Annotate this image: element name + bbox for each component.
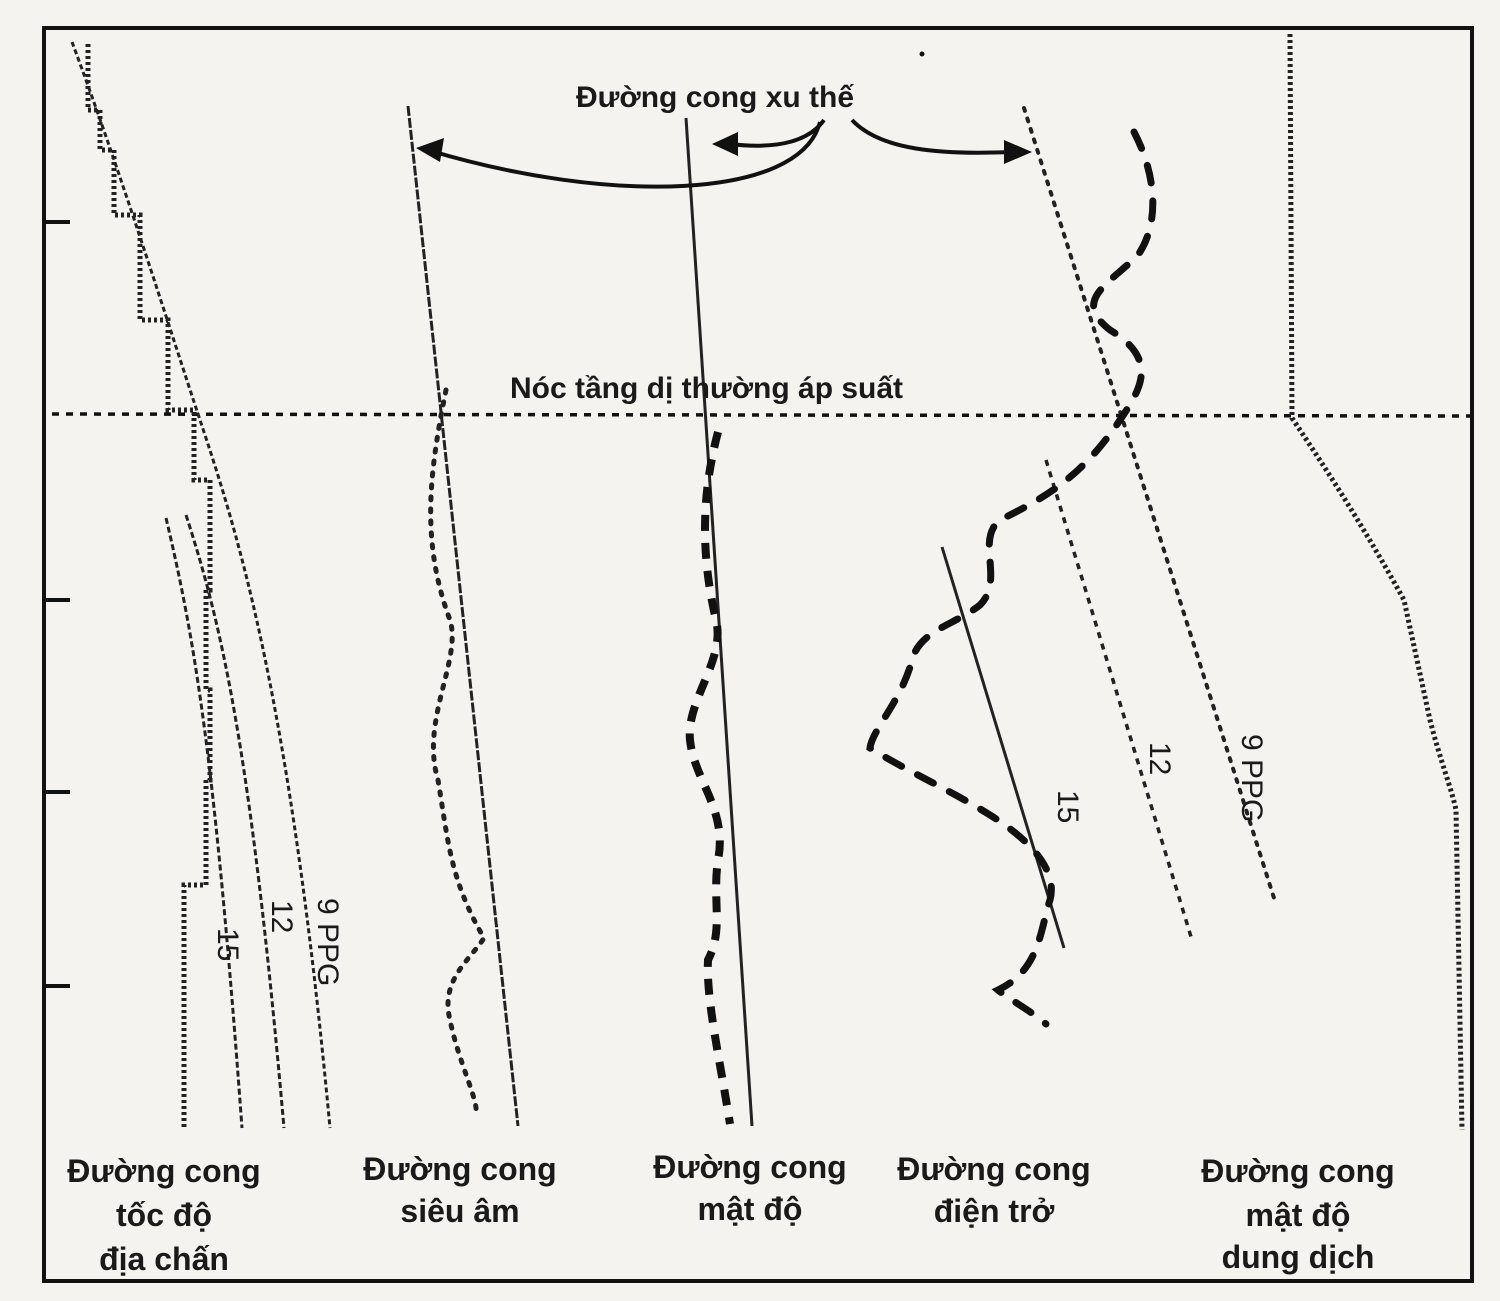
arrow-to-density-trend	[729, 118, 826, 148]
resistivity-isoline-label-9ppg: 9 PPG	[1235, 734, 1268, 822]
seismic-isoline-12	[184, 514, 286, 1129]
resistivity-panel: 9 PPG 12 15	[866, 106, 1276, 1028]
mud-density-label-line-3: dung dịch	[1222, 1239, 1375, 1275]
sonic-panel	[406, 105, 520, 1127]
seismic-isoline-label-15: 15	[211, 928, 244, 961]
density-label-line-2: mật độ	[698, 1191, 803, 1227]
sonic-data-curve	[428, 387, 487, 1115]
resistivity-label-line-2: điện trở	[934, 1193, 1055, 1229]
seismic-label-line-2: tốc độ	[116, 1197, 212, 1233]
seismic-velocity-panel: 9 PPG 12 15	[70, 41, 344, 1130]
diagram-frame	[42, 26, 1474, 1283]
seismic-label-line-3: địa chấn	[99, 1241, 229, 1277]
arrow-to-sonic-trend	[427, 121, 822, 189]
resistivity-isoline-15	[940, 546, 1066, 949]
seismic-velocity-data-curve	[85, 44, 213, 1130]
mud-density-curve	[1287, 33, 1465, 1131]
sonic-label-line-1: Đường cong	[363, 1151, 556, 1187]
seismic-isoline-label-12: 12	[265, 900, 298, 933]
seismic-normal-trend	[70, 41, 332, 1129]
arrowhead-density	[712, 132, 738, 156]
mud-density-panel	[1287, 33, 1465, 1131]
density-label-line-1: Đường cong	[653, 1149, 846, 1185]
density-normal-trend	[684, 117, 754, 1127]
arrow-to-resistivity-trend	[850, 118, 1011, 155]
panel-labels: Đường cong tốc độ địa chấn Đường cong si…	[67, 1149, 1394, 1277]
depth-axis-ticks	[44, 220, 70, 988]
density-panel	[684, 117, 754, 1127]
resistivity-isoline-12	[1044, 459, 1194, 941]
sonic-label-line-2: siêu âm	[400, 1193, 519, 1229]
mud-density-label-line-1: Đường cong	[1201, 1153, 1394, 1189]
trend-curves-callout: Đường cong xu thế	[416, 51, 1032, 189]
trend-curves-label: Đường cong xu thế	[576, 81, 854, 114]
stray-dot	[919, 51, 925, 57]
top-of-abnormal-pressure-line	[51, 412, 1471, 418]
top-of-abnormal-pressure-label: Nóc tầng dị thường áp suất	[510, 372, 903, 405]
sonic-normal-trend	[406, 105, 520, 1127]
arrowhead-sonic	[416, 138, 444, 162]
resistivity-label-line-1: Đường cong	[897, 1151, 1090, 1187]
resistivity-isoline-label-15: 15	[1051, 790, 1084, 823]
resistivity-data-curve	[866, 128, 1157, 1028]
density-data-curve	[685, 430, 734, 1125]
seismic-isoline-15	[164, 517, 244, 1129]
arrowhead-resistivity	[1004, 140, 1032, 164]
seismic-isoline-label-9ppg: 9 PPG	[311, 898, 344, 986]
resistivity-isoline-label-12: 12	[1143, 742, 1176, 775]
seismic-label-line-1: Đường cong	[67, 1153, 260, 1189]
mud-density-label-line-2: mật độ	[1246, 1197, 1351, 1233]
